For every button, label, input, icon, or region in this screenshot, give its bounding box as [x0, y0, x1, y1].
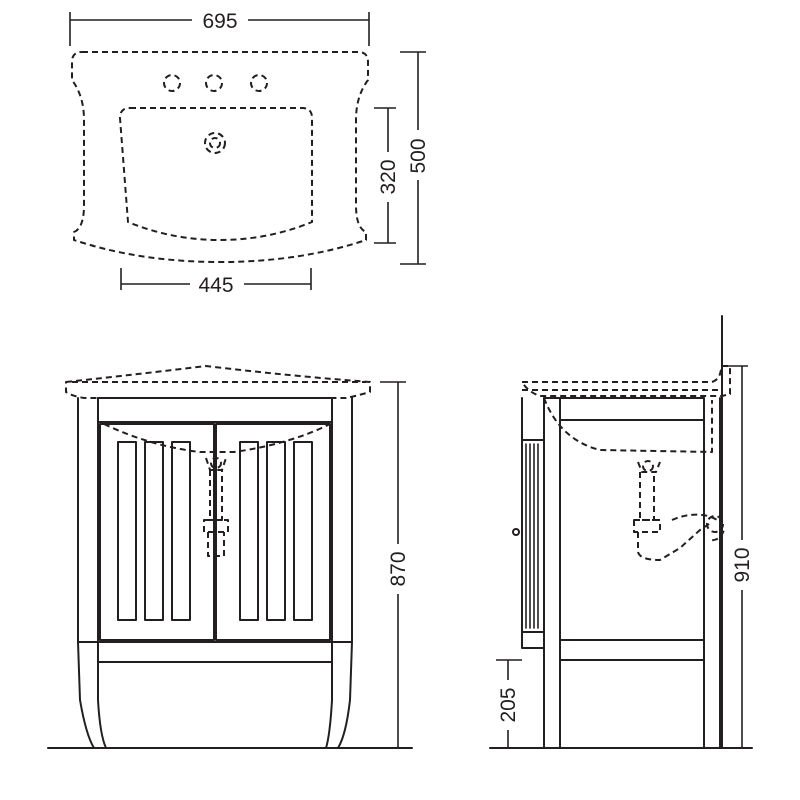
side-drain-trap — [633, 461, 713, 561]
front-top-rail — [97, 397, 333, 423]
side-door-slats — [525, 443, 539, 629]
drain-hole — [204, 132, 226, 154]
front-drain-trap — [203, 457, 229, 557]
basin-outer-outline — [71, 51, 369, 263]
side-door-edge — [521, 439, 545, 633]
dim-695-label: 695 — [202, 10, 237, 33]
dim-320-label: 320 — [377, 159, 400, 194]
dim-445-label: 445 — [198, 274, 233, 297]
top-view: 695 500 320 445 — [69, 8, 430, 297]
dim-320-label-bg — [376, 152, 400, 202]
side-drain-knob — [642, 460, 654, 472]
door-panel-3 — [171, 441, 191, 621]
front-leg-right — [325, 397, 353, 749]
front-door-right — [215, 423, 331, 641]
side-front-leg — [543, 397, 561, 749]
front-drain-knob — [210, 457, 222, 469]
door-panel-5 — [266, 441, 286, 621]
basin-bowl-outline — [119, 107, 313, 241]
front-view: 870 — [47, 365, 413, 749]
dim-205-label: 205 — [497, 687, 520, 722]
side-basin-top — [521, 365, 731, 397]
side-cabinet-back-leg — [703, 397, 721, 749]
dim-500-label: 500 — [407, 138, 430, 173]
dim-695-label-bg — [192, 8, 248, 30]
side-basin-bowl — [543, 397, 713, 453]
door-panel-2 — [144, 441, 164, 621]
front-basin-top — [65, 365, 371, 399]
tap-hole-right — [250, 74, 268, 92]
side-top-rail — [559, 397, 705, 421]
dim-205-label-bg — [496, 680, 520, 730]
side-trap-connector — [706, 515, 724, 533]
door-panel-1 — [117, 441, 137, 621]
dim-870-label: 870 — [387, 551, 410, 586]
door-panel-4 — [239, 441, 259, 621]
front-basin-bowl — [103, 423, 331, 453]
dim-910-label: 910 — [731, 547, 754, 582]
tap-hole-center — [205, 74, 223, 92]
front-bottom-rail — [97, 641, 333, 663]
side-trap-outlet — [671, 513, 725, 542]
front-leg-left — [77, 397, 107, 749]
tap-hole-left — [163, 74, 181, 92]
dim-445-label-bg — [190, 272, 244, 296]
dim-910-label-bg — [730, 540, 754, 590]
side-bottom-rail — [559, 639, 705, 661]
door-panel-6 — [293, 441, 313, 621]
drain-hole-inner — [209, 137, 221, 149]
dim-870-label-bg — [386, 544, 410, 594]
side-view: 910 205 — [489, 315, 754, 749]
dim-500-label-bg — [406, 130, 430, 180]
side-door-knob — [512, 528, 520, 536]
